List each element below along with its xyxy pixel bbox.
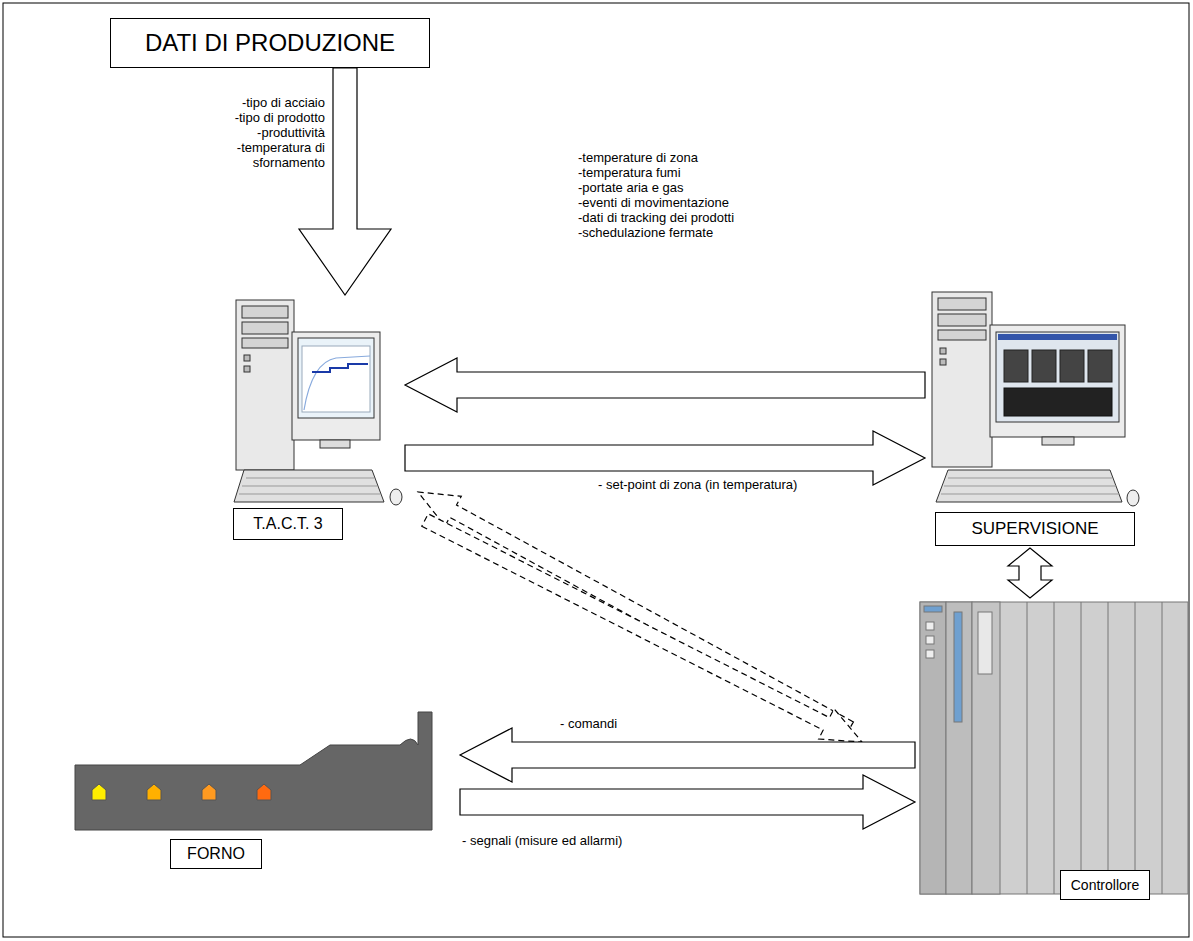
data-item: -produttività <box>210 125 325 140</box>
furnace-icon <box>75 712 432 830</box>
data-item: -tipo di acciaio <box>210 95 325 110</box>
computer-icon <box>932 292 1139 506</box>
frame <box>3 3 1189 937</box>
node-label: Controllore <box>1060 870 1150 900</box>
label-list: -tipo di acciaio-tipo di prodotto-produt… <box>210 95 325 170</box>
node-label: FORNO <box>170 839 262 869</box>
controller-icon <box>920 602 1188 894</box>
data-item: -portate aria e gas <box>578 180 753 195</box>
node-label: T.A.C.T. 3 <box>233 508 343 540</box>
block-arrow <box>460 775 915 829</box>
edge-label: - comandi <box>560 716 617 731</box>
computer-node: SUPERVISIONE <box>925 290 1140 548</box>
computer-icon <box>234 300 402 505</box>
data-item: -temperatura di sfornamento <box>210 140 325 170</box>
node-label: SUPERVISIONE <box>935 512 1135 546</box>
block-arrow <box>405 431 925 485</box>
edge-label: - segnali (misure ed allarmi) <box>462 833 622 848</box>
box-title: DATI DI PRODUZIONE <box>145 29 395 57</box>
source-box: DATI DI PRODUZIONE <box>110 18 430 68</box>
furnace-node: FORNO <box>70 705 455 872</box>
controller-node: Controllore <box>915 598 1190 905</box>
block-arrow <box>405 358 925 412</box>
label-list: -temperature di zona-temperatura fumi-po… <box>578 150 753 240</box>
data-item: -dati di tracking dei prodotti <box>578 210 753 225</box>
data-item: -eventi di movimentazione <box>578 195 753 210</box>
dashed-arrow <box>422 514 862 742</box>
data-item: -tipo di prodotto <box>210 110 325 125</box>
data-item: -temperature di zona <box>578 150 753 165</box>
edge-label: - set-point di zona (in temperatura) <box>598 477 797 492</box>
block-arrow <box>1008 548 1052 598</box>
block-arrow <box>460 728 915 782</box>
computer-node: T.A.C.T. 3 <box>228 295 405 545</box>
data-item: -schedulazione fermate <box>578 225 753 240</box>
data-item: -temperatura fumi <box>578 165 753 180</box>
